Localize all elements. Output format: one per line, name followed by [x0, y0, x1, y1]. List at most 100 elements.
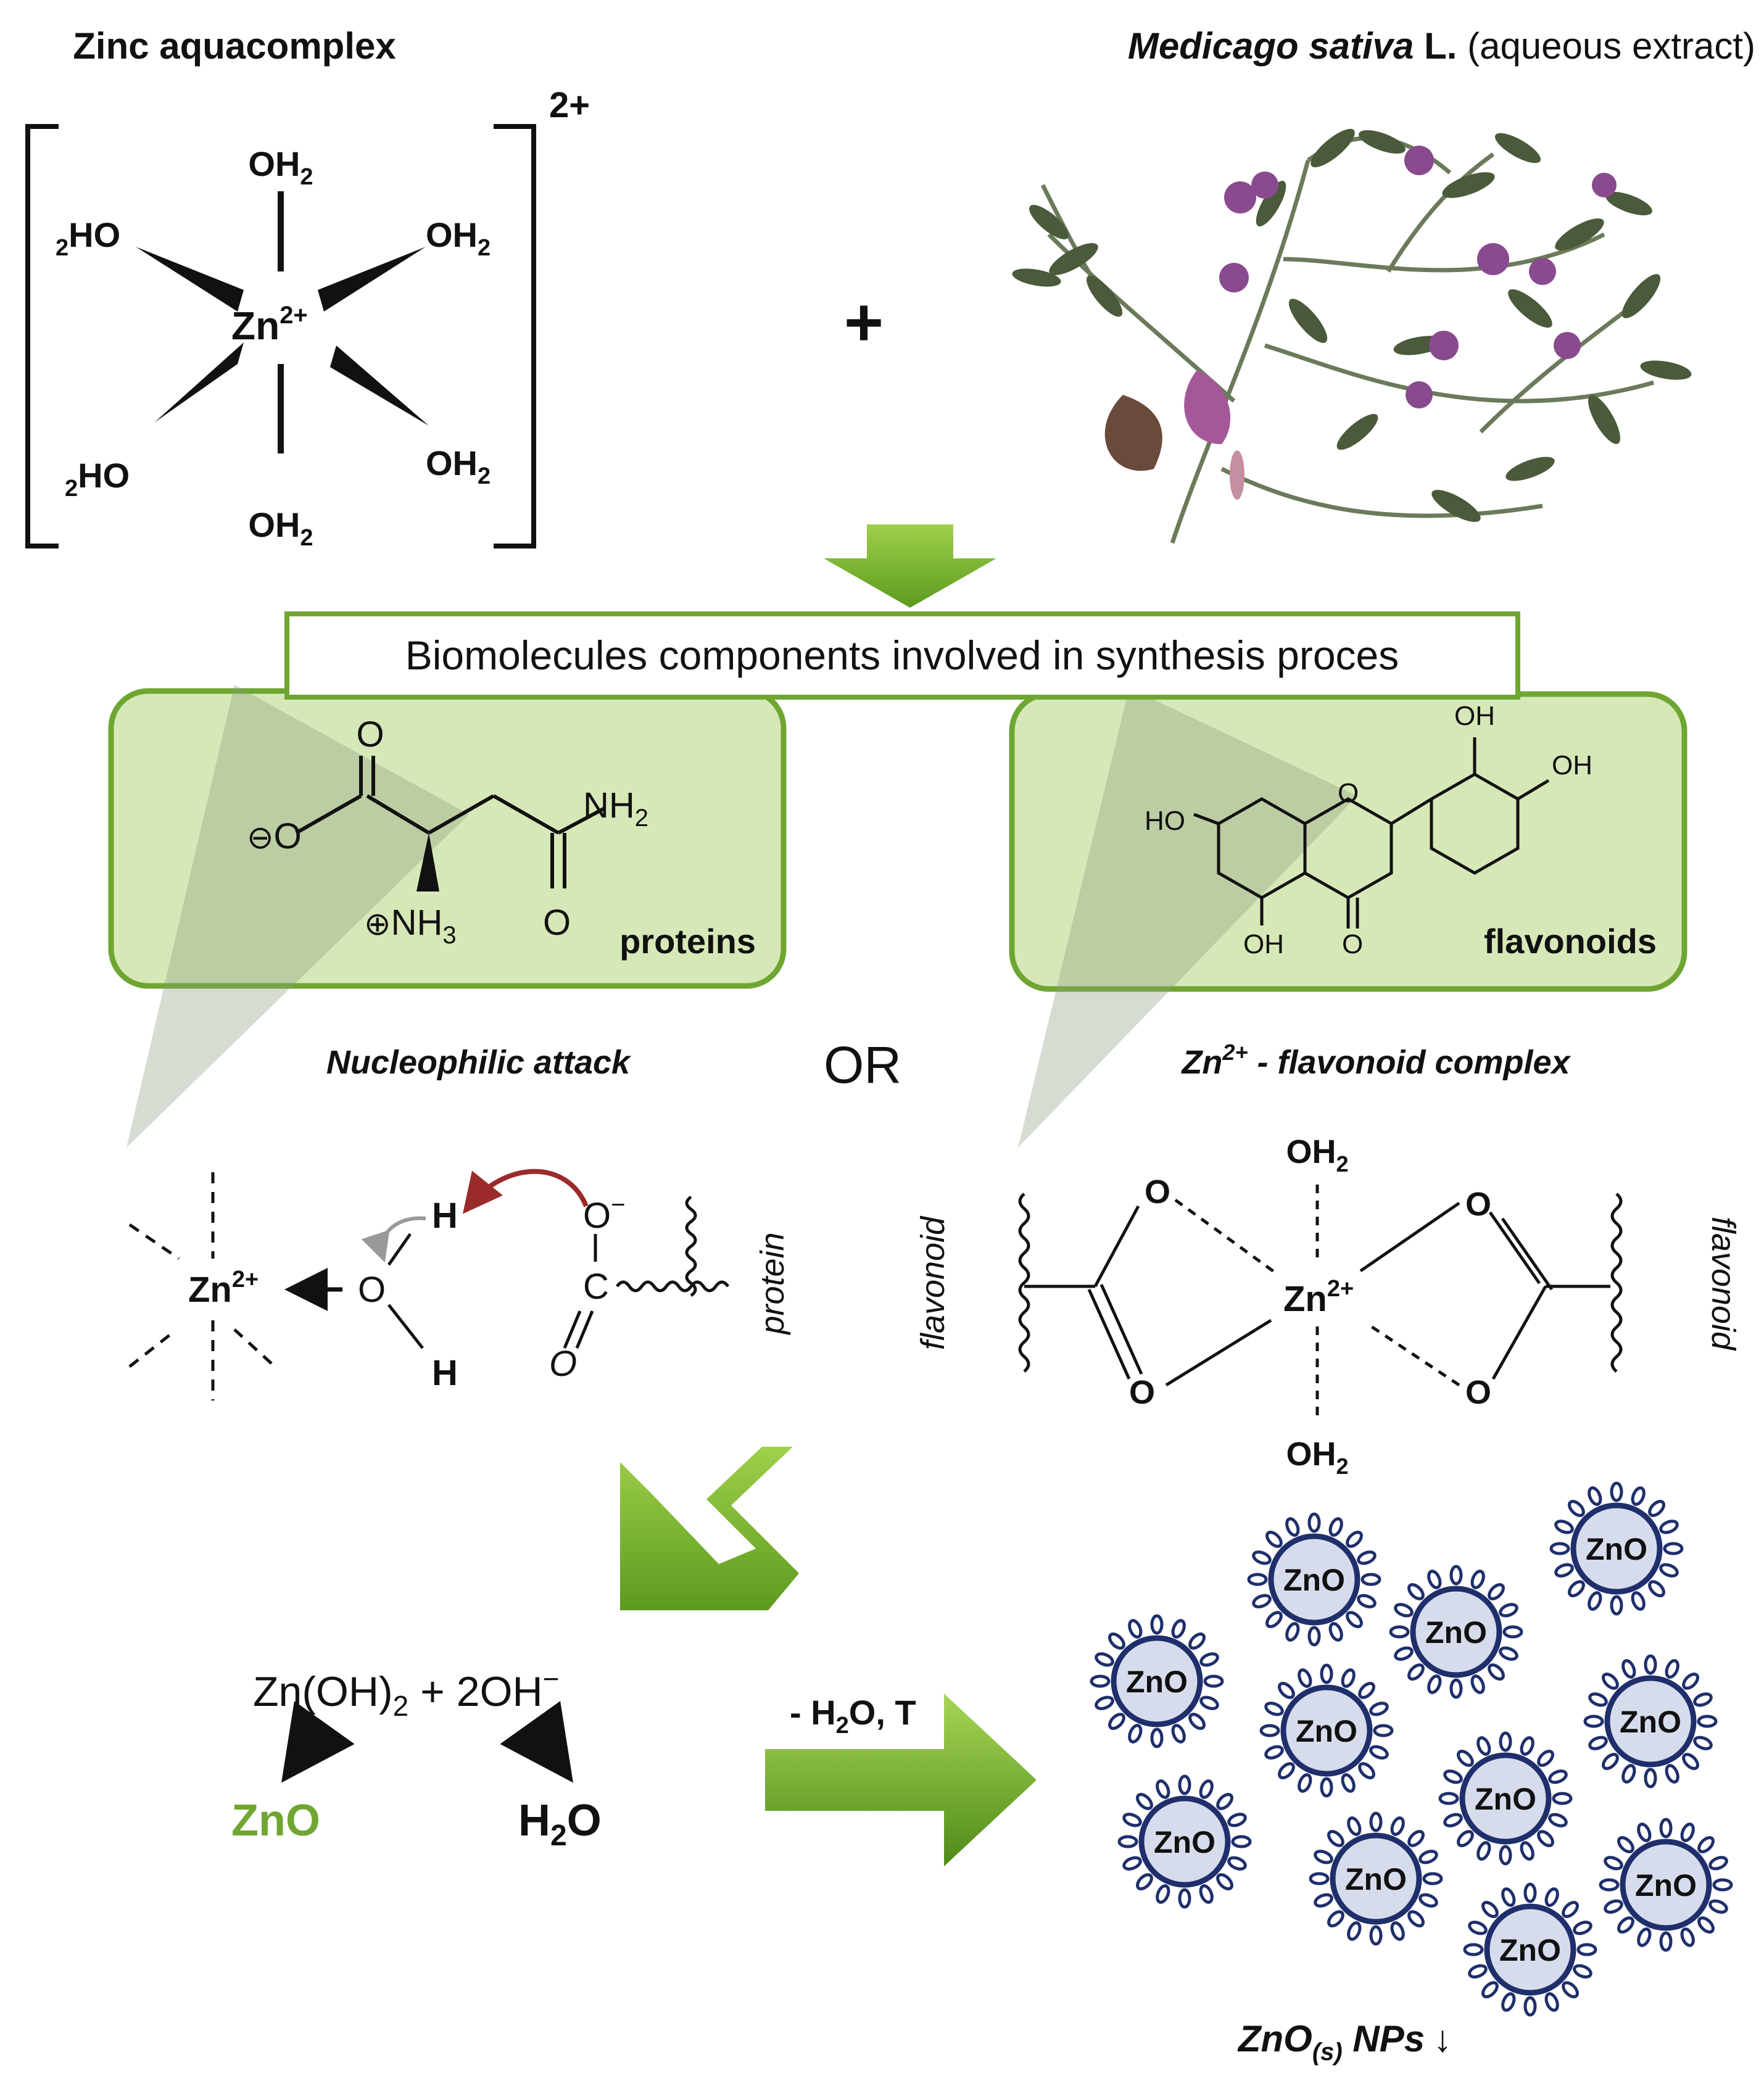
zno-nanoparticle: ZnO — [1259, 1663, 1394, 1798]
ligand-shell-bead — [1476, 1736, 1491, 1756]
ligand-shell-bead — [1199, 1652, 1219, 1667]
ligand-shell-bead — [1252, 1594, 1272, 1608]
ligand-shell-bead — [1468, 1964, 1488, 1979]
zinc-aquacomplex: Zinc aquacomplex 2+ OH2 OH2 2HO 2HO OH2 … — [25, 25, 590, 551]
ligand-shell-bead — [1665, 1764, 1679, 1784]
nanoparticle-core — [1410, 1586, 1502, 1678]
ligand-shell-bead — [1549, 1542, 1570, 1555]
ligand-upper-right: OH2 — [426, 215, 491, 261]
ligand-shell-bead — [1621, 1764, 1636, 1784]
ligand-shell-bead — [1501, 1992, 1516, 2012]
ligand-shell-bead — [1610, 1481, 1623, 1502]
ligand-shell-bead — [1488, 1583, 1505, 1600]
flav-carbonyl-o: O — [1342, 929, 1363, 959]
proteins-label: proteins — [619, 922, 756, 961]
ligand-shell-bead — [1712, 1878, 1733, 1892]
ligand-shell-bead — [1659, 1563, 1679, 1578]
ligand-shell-bead — [1327, 1830, 1344, 1847]
ligand-shell-bead — [1708, 1899, 1728, 1914]
complex-flavonoid-right: flavonoid — [1705, 1217, 1742, 1351]
ligand-shell-bead — [1576, 1943, 1597, 1956]
product-h2o: H2O — [518, 1796, 602, 1852]
ligand-shell-bead — [1407, 1910, 1425, 1927]
complex-right-wavy — [1610, 1193, 1623, 1373]
zno-nanoparticle: ZnO — [1438, 1731, 1573, 1866]
ligand-shell-bead — [1427, 1674, 1442, 1694]
nuc-carboxylate-o-minus: O− — [583, 1191, 625, 1236]
ligand-shell-bead — [1227, 1856, 1247, 1871]
ligand-shell-bead — [1407, 1583, 1425, 1600]
ligand-shell-bead — [1552, 1792, 1573, 1805]
plus-sign: + — [844, 284, 884, 360]
ligand-shell-bead — [1682, 1753, 1699, 1770]
nanoparticle-label: ZnO — [1283, 1563, 1345, 1597]
complex-flavonoid-left: flavonoid — [914, 1215, 951, 1350]
red-curved-arrow — [462, 1169, 589, 1214]
nanoparticle-label: ZnO — [1425, 1615, 1487, 1650]
ligand-shell-bead — [1369, 1811, 1383, 1832]
ligand-shell-bead — [1697, 1836, 1715, 1853]
ligand-shell-bead — [1502, 1625, 1523, 1639]
ligand-shell-bead — [1537, 1750, 1554, 1767]
nanoparticle-label: ZnO — [1635, 1868, 1697, 1903]
complex-charge: 2+ — [549, 85, 590, 125]
ligand-shell-bead — [1314, 1850, 1333, 1864]
plant-title: Medicago sativa L. (aqueous extract) — [1128, 25, 1755, 67]
complex-right-c-o2 — [1491, 1285, 1547, 1380]
plant-leaves — [1012, 128, 1692, 522]
ligand-shell-bead — [1178, 1888, 1191, 1909]
ligand-shell-bead — [1314, 1893, 1333, 1908]
wedge-upper-right — [318, 247, 426, 312]
ligand-shell-bead — [1307, 1626, 1321, 1647]
nanoparticle-label: ZnO — [1126, 1665, 1188, 1699]
ligand-shell-bead — [1265, 1611, 1283, 1628]
banner-text: Biomolecules components involved in synt… — [405, 632, 1399, 678]
ligand-shell-bead — [1347, 1816, 1362, 1836]
ligand-shell-bead — [1523, 1996, 1537, 2017]
ligand-shell-bead — [1604, 1856, 1623, 1871]
ligand-shell-bead — [1499, 1646, 1518, 1661]
ligand-shell-bead — [1357, 1550, 1377, 1565]
complex-o-ul: O — [1145, 1173, 1170, 1210]
nanoparticle-label: ZnO — [1586, 1532, 1647, 1566]
ligand-shell-bead — [1438, 1792, 1459, 1805]
complex-o-ll: O — [1129, 1374, 1155, 1411]
ligand-shell-bead — [1443, 1813, 1463, 1827]
plant-flower-detail — [1184, 370, 1231, 444]
ligand-shell-bead — [1554, 1563, 1574, 1578]
proteins-box: O ⊖O NH2 O ⊕NH3 proteins — [108, 685, 787, 1148]
ligand-shell-bead — [1588, 1591, 1602, 1611]
atom-o-carbonyl: O — [356, 714, 384, 755]
ligand-shell-bead — [1390, 1816, 1405, 1836]
nanoparticle-label: ZnO — [1475, 1782, 1536, 1816]
nanoparticle-core — [1268, 1533, 1360, 1626]
ligand-shell-bead — [1369, 1925, 1383, 1946]
complex-oh2-top: OH2 — [1286, 1133, 1348, 1177]
ligand-shell-bead — [1665, 1659, 1679, 1679]
ligand-shell-bead — [1227, 1813, 1247, 1827]
ligand-shell-bead — [1136, 1873, 1153, 1890]
ligand-shell-bead — [1231, 1835, 1252, 1848]
nuc-zn: Zn2+ — [188, 1267, 259, 1310]
nuc-chain-wavy — [615, 1280, 730, 1293]
ligand-shell-bead — [1150, 1614, 1164, 1635]
nanoparticle-label: ZnO — [1296, 1714, 1357, 1748]
nuc-h-bottom: H — [432, 1353, 458, 1393]
ligand-shell-bead — [1358, 1682, 1375, 1699]
flav-ring-o: O — [1338, 778, 1359, 808]
ligand-shell-bead — [1203, 1674, 1224, 1688]
nuc-carbonyl-o: O — [549, 1344, 577, 1384]
ligand-shell-bead — [1171, 1619, 1186, 1639]
ligand-shell-bead — [1188, 1713, 1206, 1730]
ligand-shell-bead — [1156, 1884, 1170, 1904]
zn-coordination-dashes — [128, 1172, 273, 1401]
biomolecules-banner: Biomolecules components involved in synt… — [284, 611, 1520, 700]
ligand-lower-right: OH2 — [426, 444, 491, 489]
ligand-shell-bead — [1644, 1768, 1657, 1789]
zn-flavonoid-complex-scheme: OH2 OH2 Zn2+ O O O O flavonoid flavonoid — [914, 1133, 1742, 1479]
ligand-shell-bead — [1136, 1793, 1153, 1810]
plant-root-pod — [1104, 395, 1162, 471]
hydrolysis-reaction: Zn(OH)2 + 2OH− ZnO H2O — [231, 1663, 602, 1852]
ligand-shell-bead — [1457, 1830, 1474, 1847]
